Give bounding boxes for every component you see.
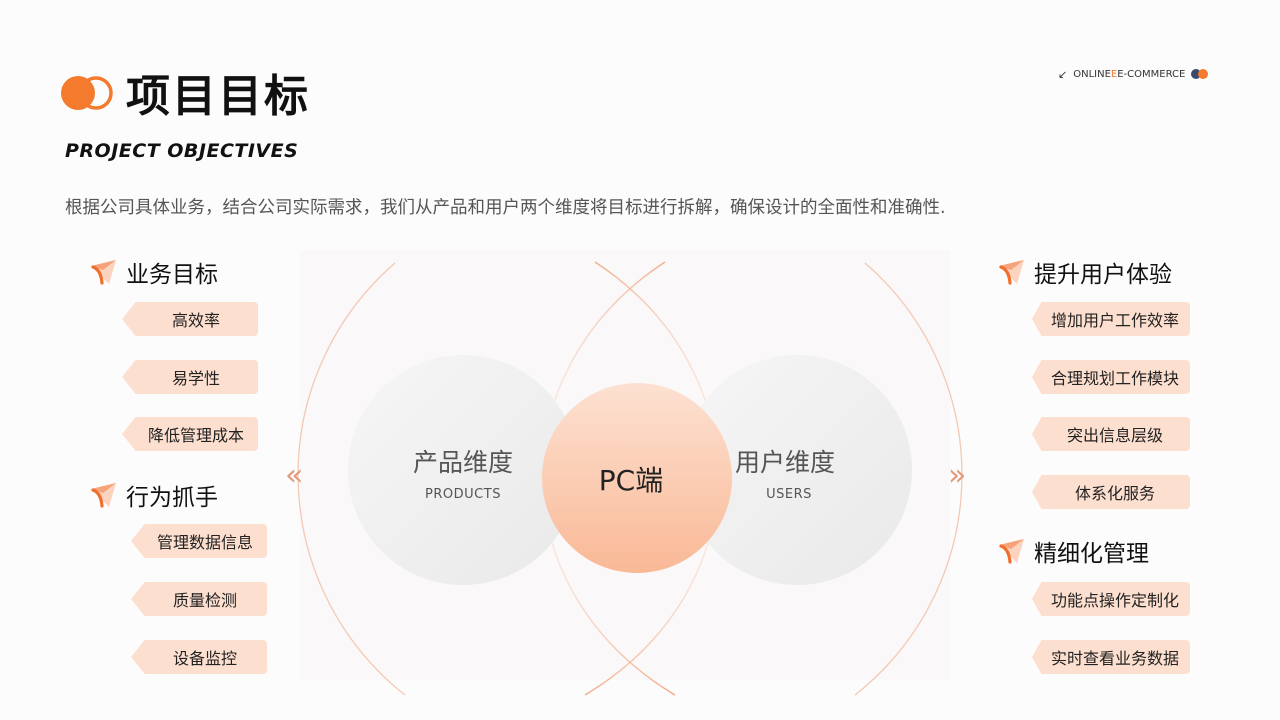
users-sub: USERS <box>766 487 812 502</box>
tag-item: 实时查看业务数据 <box>1032 640 1190 674</box>
chevron-left-icon: « <box>285 458 304 493</box>
brand-dots <box>1191 69 1209 79</box>
outer-arc-left <box>297 262 406 696</box>
chevron-right-icon: » <box>948 458 967 493</box>
tag-item: 突出信息层级 <box>1032 417 1190 451</box>
products-sub: PRODUCTS <box>425 487 501 502</box>
page-title: 项目目标 <box>126 71 310 122</box>
section-user-experience: 提升用户体验 <box>998 255 1172 289</box>
tag-item: 降低管理成本 <box>122 417 258 451</box>
tag-item: 易学性 <box>122 360 258 394</box>
section-title-text: 精细化管理 <box>1034 541 1149 567</box>
tag-item: 增加用户工作效率 <box>1032 302 1190 336</box>
products-label: 产品维度 <box>412 448 513 477</box>
section-business-goals: 业务目标 <box>90 255 218 289</box>
section-title-text: 业务目标 <box>126 262 218 288</box>
outer-arc-right <box>854 262 963 696</box>
section-behavior-levers: 行为抓手 <box>90 478 218 512</box>
tag-item: 质量检测 <box>131 582 267 616</box>
brand-prefix: ONLINE <box>1073 68 1111 80</box>
brand-accent: E <box>1110 68 1118 80</box>
tag-item: 合理规划工作模块 <box>1032 360 1190 394</box>
section-title-text: 行为抓手 <box>126 485 218 511</box>
page-subtitle: PROJECT OBJECTIVES <box>65 140 299 162</box>
section-fine-management: 精细化管理 <box>998 534 1149 568</box>
tag-item: 设备监控 <box>131 640 267 674</box>
brand-rest: E-COMMERCE <box>1117 68 1186 80</box>
paper-plane-icon <box>998 258 1026 286</box>
users-label: 用户维度 <box>734 448 835 477</box>
paper-plane-icon <box>90 481 118 509</box>
paper-plane-icon <box>998 537 1026 565</box>
pc-label: PC端 <box>598 464 664 497</box>
intro-text: 根据公司具体业务，结合公司实际需求，我们从产品和用户两个维度将目标进行拆解，确保… <box>65 198 946 218</box>
logo-icon <box>61 76 113 110</box>
arrow-down-left-icon: ↙ <box>1058 67 1068 81</box>
tag-item: 高效率 <box>122 302 258 336</box>
tag-item: 管理数据信息 <box>131 524 267 558</box>
navy-dot-icon <box>1191 69 1202 79</box>
tag-item: 功能点操作定制化 <box>1032 582 1190 616</box>
paper-plane-icon <box>90 258 118 286</box>
orange-dot-icon <box>1198 69 1209 79</box>
tag-item: 体系化服务 <box>1032 475 1190 509</box>
section-title-text: 提升用户体验 <box>1034 262 1172 288</box>
